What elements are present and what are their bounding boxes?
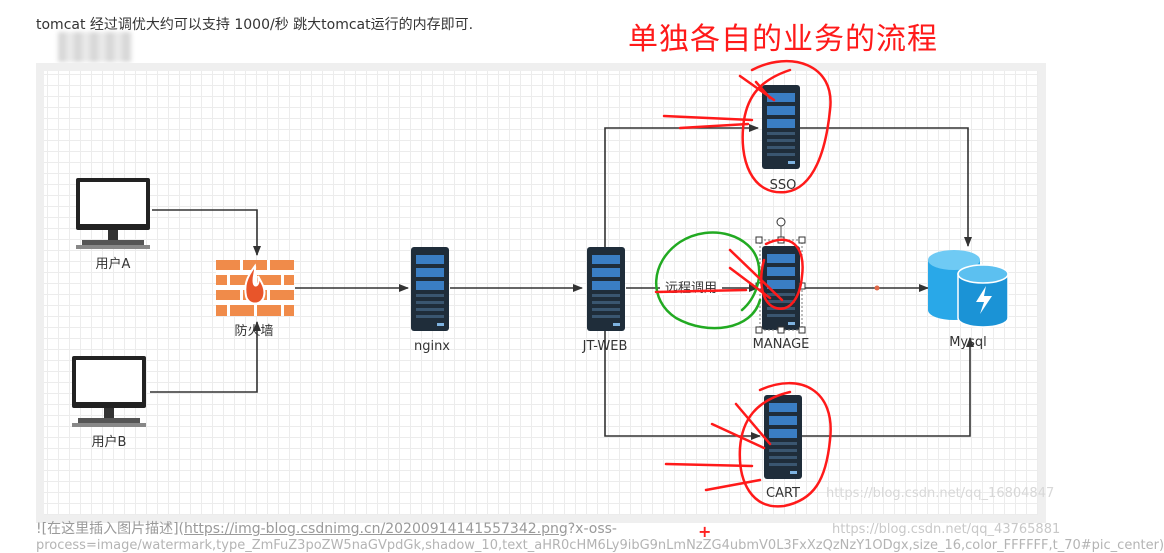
edge-user-b-firewall — [150, 321, 261, 393]
plus-icon: + — [698, 522, 712, 541]
hand-annotations — [654, 60, 832, 508]
markdown-image-line: ![在这里插入图片描述](https://img-blog.csdnimg.cn… — [36, 518, 656, 538]
server-icon — [762, 85, 800, 169]
server-icon — [587, 247, 625, 331]
edge-jtweb-sso — [604, 124, 759, 248]
node-label-cart: CART — [766, 486, 800, 501]
edge-sso-mysql — [800, 127, 972, 247]
node-label-user-b: 用户B — [92, 434, 127, 450]
node-label-manage: MANAGE — [753, 337, 810, 352]
markdown-suffix: ?x-oss- — [567, 521, 617, 537]
node-label-mysql: Mysql — [949, 335, 987, 350]
inner-watermark: https://blog.csdn.net/qq_16804847 — [826, 486, 1055, 501]
markdown-prefix: ![在这里插入图片描述]( — [36, 521, 184, 537]
node-label-jt-web: JT-WEB — [582, 339, 628, 354]
node-label-sso: SSO — [770, 178, 797, 193]
monitor-icon — [72, 356, 146, 427]
node-label-firewall: 防火墙 — [234, 323, 273, 339]
markdown-params-line: process=image/watermark,type_ZmFuZ3poZW5… — [36, 538, 1164, 553]
blurred-avatar — [58, 32, 132, 62]
server-icon — [411, 247, 449, 331]
markdown-url[interactable]: https://img-blog.csdnimg.cn/202009141415… — [184, 521, 568, 537]
node-label-nginx: nginx — [414, 339, 450, 354]
node-label-user-a: 用户A — [96, 256, 131, 272]
selection-handles — [755, 217, 806, 334]
server-icon — [762, 246, 800, 330]
edge-waypoint — [874, 285, 880, 291]
green-circle-annotation — [654, 231, 762, 330]
red-circle-cart — [738, 381, 832, 508]
edge-jtweb-cart — [604, 330, 761, 440]
monitor-icon — [76, 178, 150, 249]
edge-label-remote-call: 远程调用 — [665, 281, 717, 296]
edge-user-a-firewall — [152, 209, 261, 256]
outer-watermark: https://blog.csdn.net/qq_43765881 — [832, 522, 1061, 537]
red-circle-sso — [741, 60, 832, 194]
top-note: tomcat 经过调优大约可以支持 1000/秒 跳大tomcat运行的内存即可… — [36, 17, 474, 33]
firewall-icon — [216, 260, 294, 316]
annotation-title: 单独各自的业务的流程 — [628, 22, 938, 57]
diagram-canvas — [36, 63, 1046, 523]
architecture-diagram: 用户A 用户B 防火墙 nginx JT-WEB SSO MANAGE CART — [72, 60, 1009, 508]
server-icon — [764, 395, 802, 479]
database-icon — [928, 250, 1009, 328]
edge-cart-mysql — [800, 337, 974, 437]
